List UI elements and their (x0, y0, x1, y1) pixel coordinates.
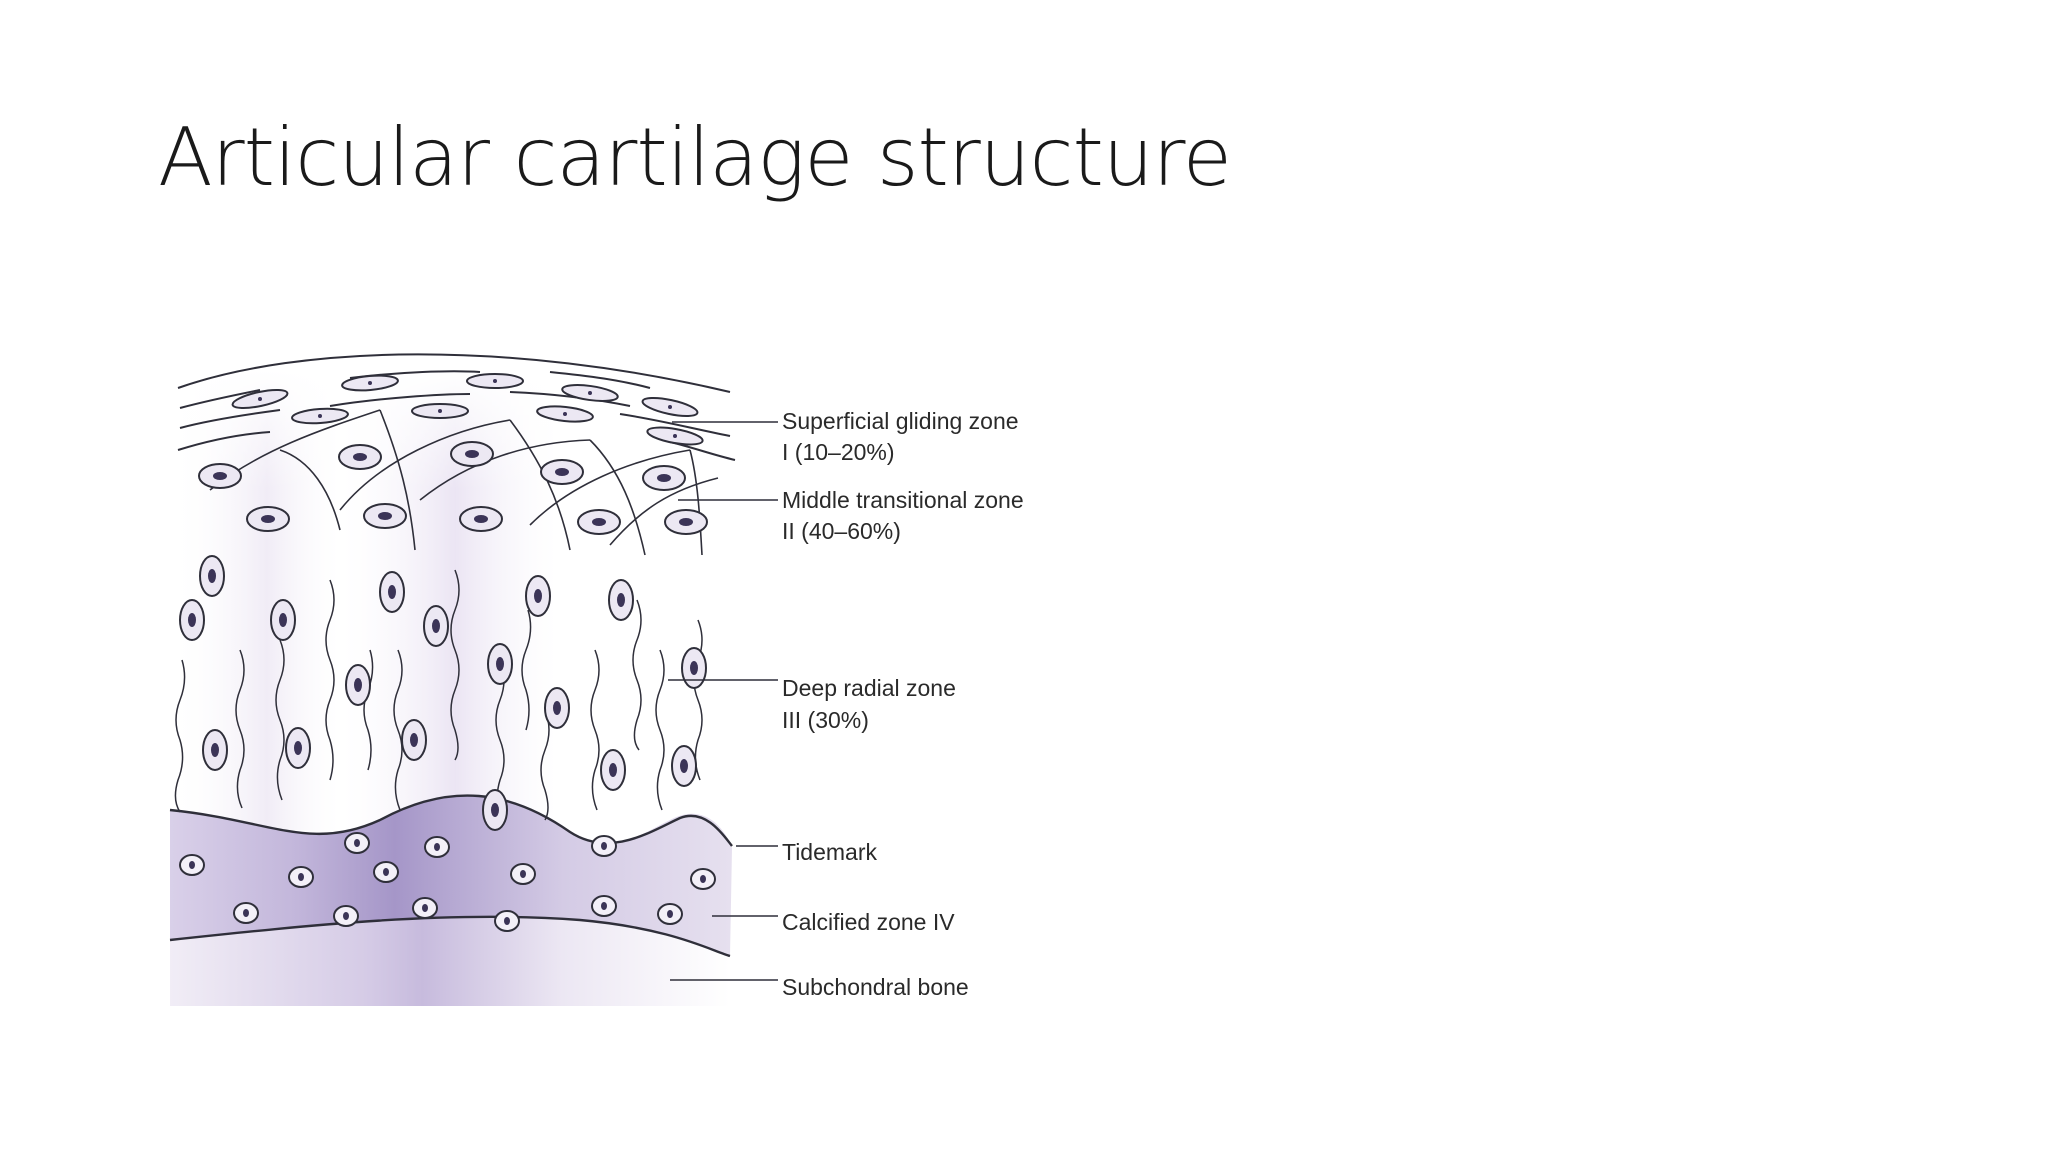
label-deep-zone: Deep radial zone (782, 675, 956, 701)
label-superficial-zone: Superficial gliding zone (782, 408, 1019, 434)
label-superficial-zone-percent: I (10–20%) (782, 439, 895, 465)
label-calcified-zone: Calcified zone IV (782, 909, 955, 935)
label-tidemark: Tidemark (782, 839, 877, 865)
label-middle-zone-percent: II (40–60%) (782, 518, 901, 544)
cartilage-diagram: Superficial gliding zone I (10–20%) Midd… (150, 350, 1030, 1010)
label-subchondral-bone: Subchondral bone (782, 974, 969, 1000)
label-middle-zone: Middle transitional zone (782, 487, 1024, 513)
label-deep-zone-percent: III (30%) (782, 707, 869, 733)
slide-title: Articular cartilage structure (158, 118, 1231, 198)
